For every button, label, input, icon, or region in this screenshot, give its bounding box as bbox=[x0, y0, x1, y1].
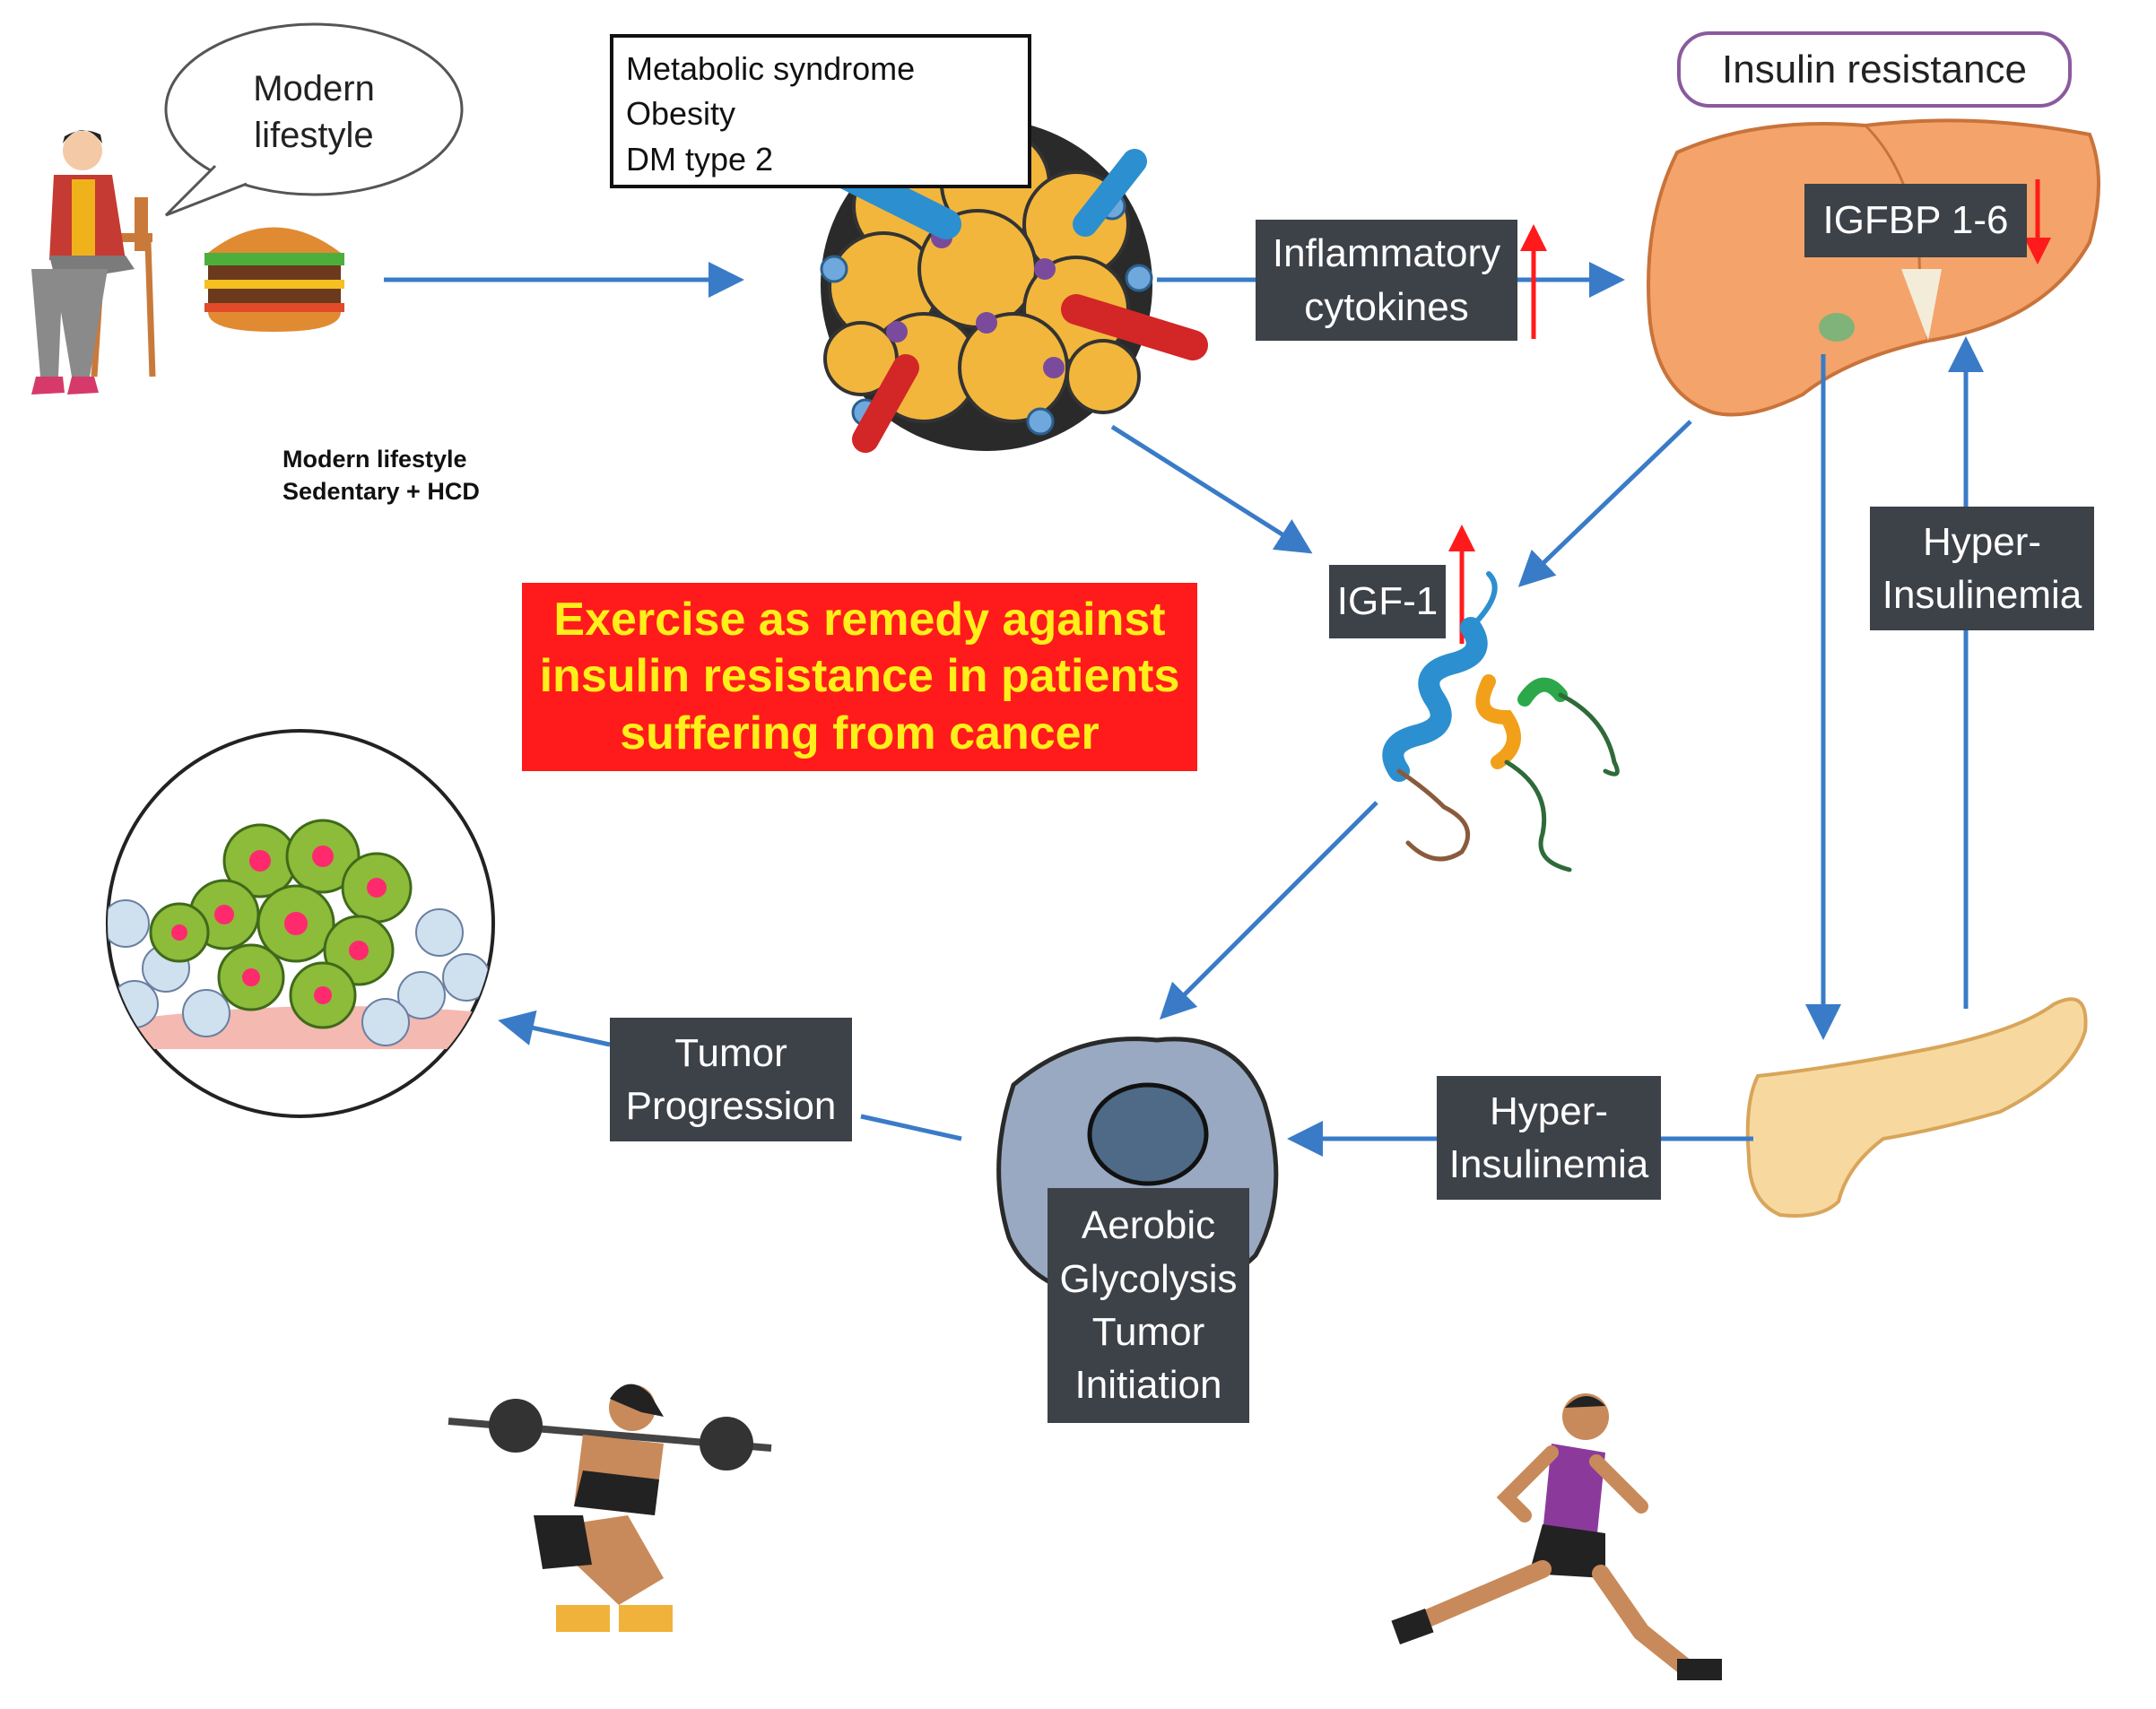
igfbp-label: IGFBP 1-6 bbox=[1804, 184, 2027, 257]
tumor-tissue-icon bbox=[106, 729, 495, 1118]
squat-athlete-icon bbox=[448, 1384, 772, 1632]
arrow-igf1-to-cell bbox=[1159, 801, 1378, 1020]
arrow-label-to-tumor bbox=[498, 1010, 611, 1047]
inflammatory-cytokines-label: Inflammatory cytokines bbox=[1256, 220, 1517, 341]
arrow-liver-to-igf1 bbox=[1517, 420, 1692, 587]
igf1-label: IGF-1 bbox=[1329, 565, 1446, 638]
metabolic-syndrome-box: Metabolic syndrome Obesity DM type 2 bbox=[610, 34, 1031, 188]
title-banner: Exercise as remedy against insulin resis… bbox=[522, 583, 1197, 771]
speech-bubble bbox=[164, 22, 464, 217]
aerobic-glycolysis-label: Aerobic Glycolysis Tumor Initiation bbox=[1048, 1188, 1249, 1423]
modern-lifestyle-bubble-text: Modern lifestyle bbox=[253, 69, 375, 155]
runner-icon bbox=[1391, 1393, 1722, 1680]
pancreas-icon bbox=[1745, 997, 2088, 1218]
tumor-progression-label: Tumor Progression bbox=[610, 1018, 852, 1141]
hyperinsulinemia-right-label: Hyper- Insulinemia bbox=[1870, 507, 2094, 630]
arrow-cell-to-label bbox=[860, 1114, 962, 1141]
liver-icon bbox=[1647, 118, 2100, 417]
hyperinsulinemia-bottom-label: Hyper- Insulinemia bbox=[1437, 1076, 1661, 1200]
woman-sitting-icon bbox=[31, 130, 156, 395]
arrow-adipose-to-igf1 bbox=[1110, 424, 1313, 554]
insulin-resistance-label: Insulin resistance bbox=[1677, 31, 2072, 108]
modern-lifestyle-caption: Modern lifestyle Sedentary + HCD bbox=[283, 445, 480, 505]
burger-icon bbox=[204, 227, 344, 332]
igf1-protein-icon bbox=[1382, 571, 1620, 872]
